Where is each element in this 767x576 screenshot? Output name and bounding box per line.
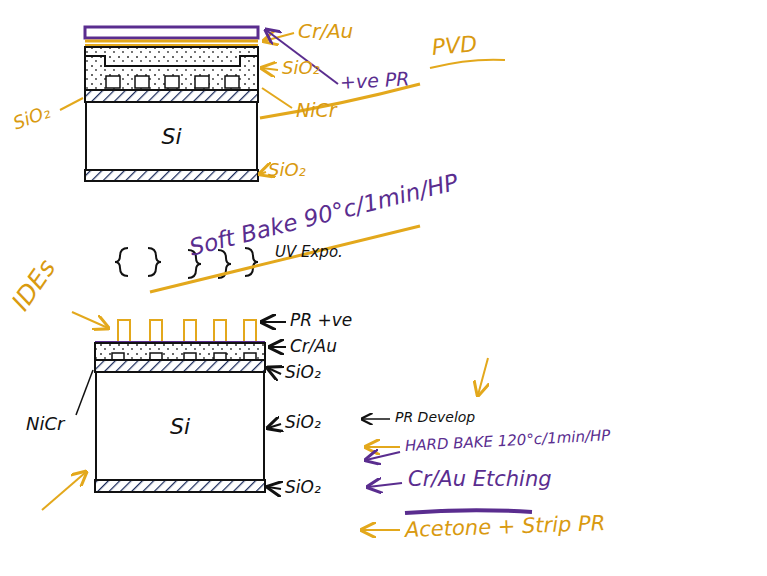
material-label: Si xyxy=(170,414,190,439)
process-note: PR +ve xyxy=(290,311,352,330)
process-note: SiO₂ xyxy=(285,478,321,497)
substrate-box: Si xyxy=(95,372,265,480)
process-note: IDEs xyxy=(7,254,61,315)
process-note: Cr/Au xyxy=(298,20,353,42)
process-note: UV Expo. xyxy=(275,244,343,261)
process-note: HARD BAKE 120°c/1min/HP xyxy=(405,427,611,454)
process-note: PR Develop xyxy=(395,410,475,425)
process-note: NiCr xyxy=(26,414,64,434)
process-note: +ve PR xyxy=(339,68,410,93)
process-note: Cr/Au Etching xyxy=(408,468,552,491)
process-note: SiO₂ xyxy=(282,58,320,78)
process-note: Acetone + Strip PR xyxy=(405,512,606,542)
process-note: SiO₂ xyxy=(268,160,306,180)
substrate-box: Si xyxy=(85,102,258,170)
process-note: SiO₂ xyxy=(11,102,53,134)
process-note: NiCr xyxy=(296,100,337,121)
material-label: Si xyxy=(161,124,181,149)
process-note: PVD xyxy=(431,32,478,60)
process-note: SiO₂ xyxy=(285,413,321,432)
process-note: Cr/Au xyxy=(290,337,337,356)
process-note: SiO₂ xyxy=(285,363,321,382)
